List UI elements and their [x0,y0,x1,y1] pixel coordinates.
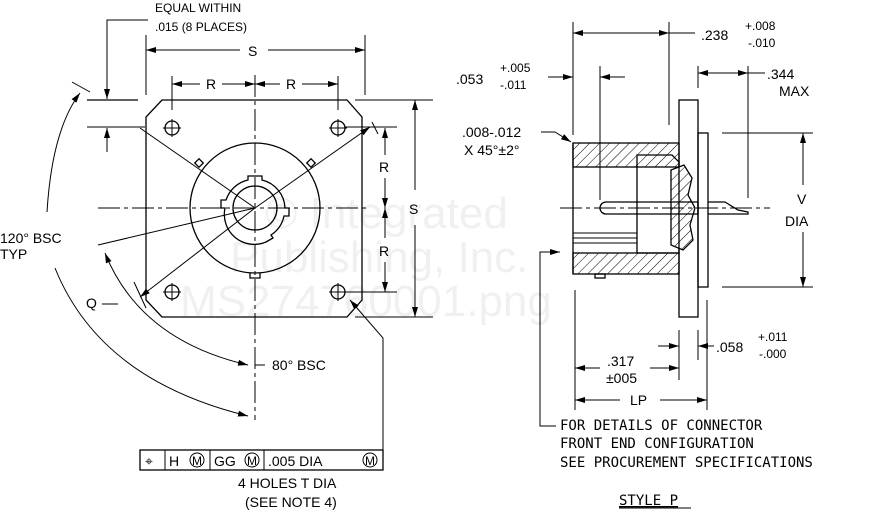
shell-section-bottom [572,252,680,275]
equal-within-label: EQUAL WITHIN [155,1,241,15]
key-tab [193,157,205,169]
note-line-2: FRONT END CONFIGURATION [560,436,754,452]
dim-s-top: S [248,43,257,59]
mmc-modifier: M [192,454,202,468]
dim-r-upper: R [379,159,389,175]
dim-r-lower: R [379,243,389,259]
position-symbol-icon: ⌖ [145,453,153,469]
rear-step [697,132,709,288]
dim-344-max: MAX [779,83,810,99]
dim-053-plus: +.005 [500,61,531,75]
chamfer-dim: .008-.012 [462,124,521,140]
front-view: S R R EQUAL WITHIN .015 (8 PLACES) S R R [0,1,433,510]
mmc-modifier: M [247,454,257,468]
dim-053: .053 [456,71,483,87]
watermark: © Integrated Publishing, Inc. MS27476000… [180,189,552,326]
dim-q: Q [86,295,97,311]
dim-058: .058 [716,339,743,355]
dim-r-left: R [206,76,216,92]
note-line-1: FOR DETAILS OF CONNECTOR [560,418,763,434]
dim-317: .317 [607,353,634,369]
chamfer-angle: X 45°±2° [464,142,519,158]
dim-s-right: S [409,201,418,217]
dim-238-minus: -.010 [748,36,776,50]
watermark-line-1: © Integrated [265,189,508,238]
mmc-modifier: M [365,454,375,468]
dim-lp: LP [630,392,647,408]
dim-v: V [797,191,807,207]
note-line-3: SEE PROCUREMENT SPECIFICATIONS [560,455,813,471]
angle-120-typ: TYP [0,246,27,262]
holes-note-ref: (SEE NOTE 4) [245,494,337,510]
side-view: .238 +.008 -.010 .053 +.005 -.011 .344 M… [456,19,813,509]
holes-note: 4 HOLES T DIA [238,475,337,491]
mounting-flange [145,99,363,318]
contact-pin [599,201,699,215]
style-label: STYLE P [619,493,678,509]
dim-053-minus: -.011 [500,78,527,92]
contact-tail [708,201,749,215]
watermark-line-2: Publishing, Inc. [230,233,528,282]
dim-058-plus: +.011 [758,330,788,344]
datum-h: H [169,453,179,469]
dim-238-plus: +.008 [745,19,776,33]
key-tab [249,273,261,279]
feature-control-frame: ⌖ H M GG M .005 DIA M [139,449,384,471]
dim-317-tol: ±005 [606,370,637,386]
dim-058-minus: -.000 [759,347,787,361]
equal-within-value: .015 (8 PLACES) [155,20,247,34]
key-tab [305,157,317,169]
keyed-coupling-ring [220,175,290,245]
angle-120-label: 120° BSC [0,230,62,246]
dim-238: .238 [701,27,728,43]
datum-gg: GG [214,453,236,469]
tolerance-value: .005 DIA [268,453,323,469]
angle-80-label: 80° BSC [272,357,326,373]
dim-r-right: R [286,76,296,92]
dim-v-dia: DIA [785,213,809,229]
dim-344: .344 [767,66,794,82]
